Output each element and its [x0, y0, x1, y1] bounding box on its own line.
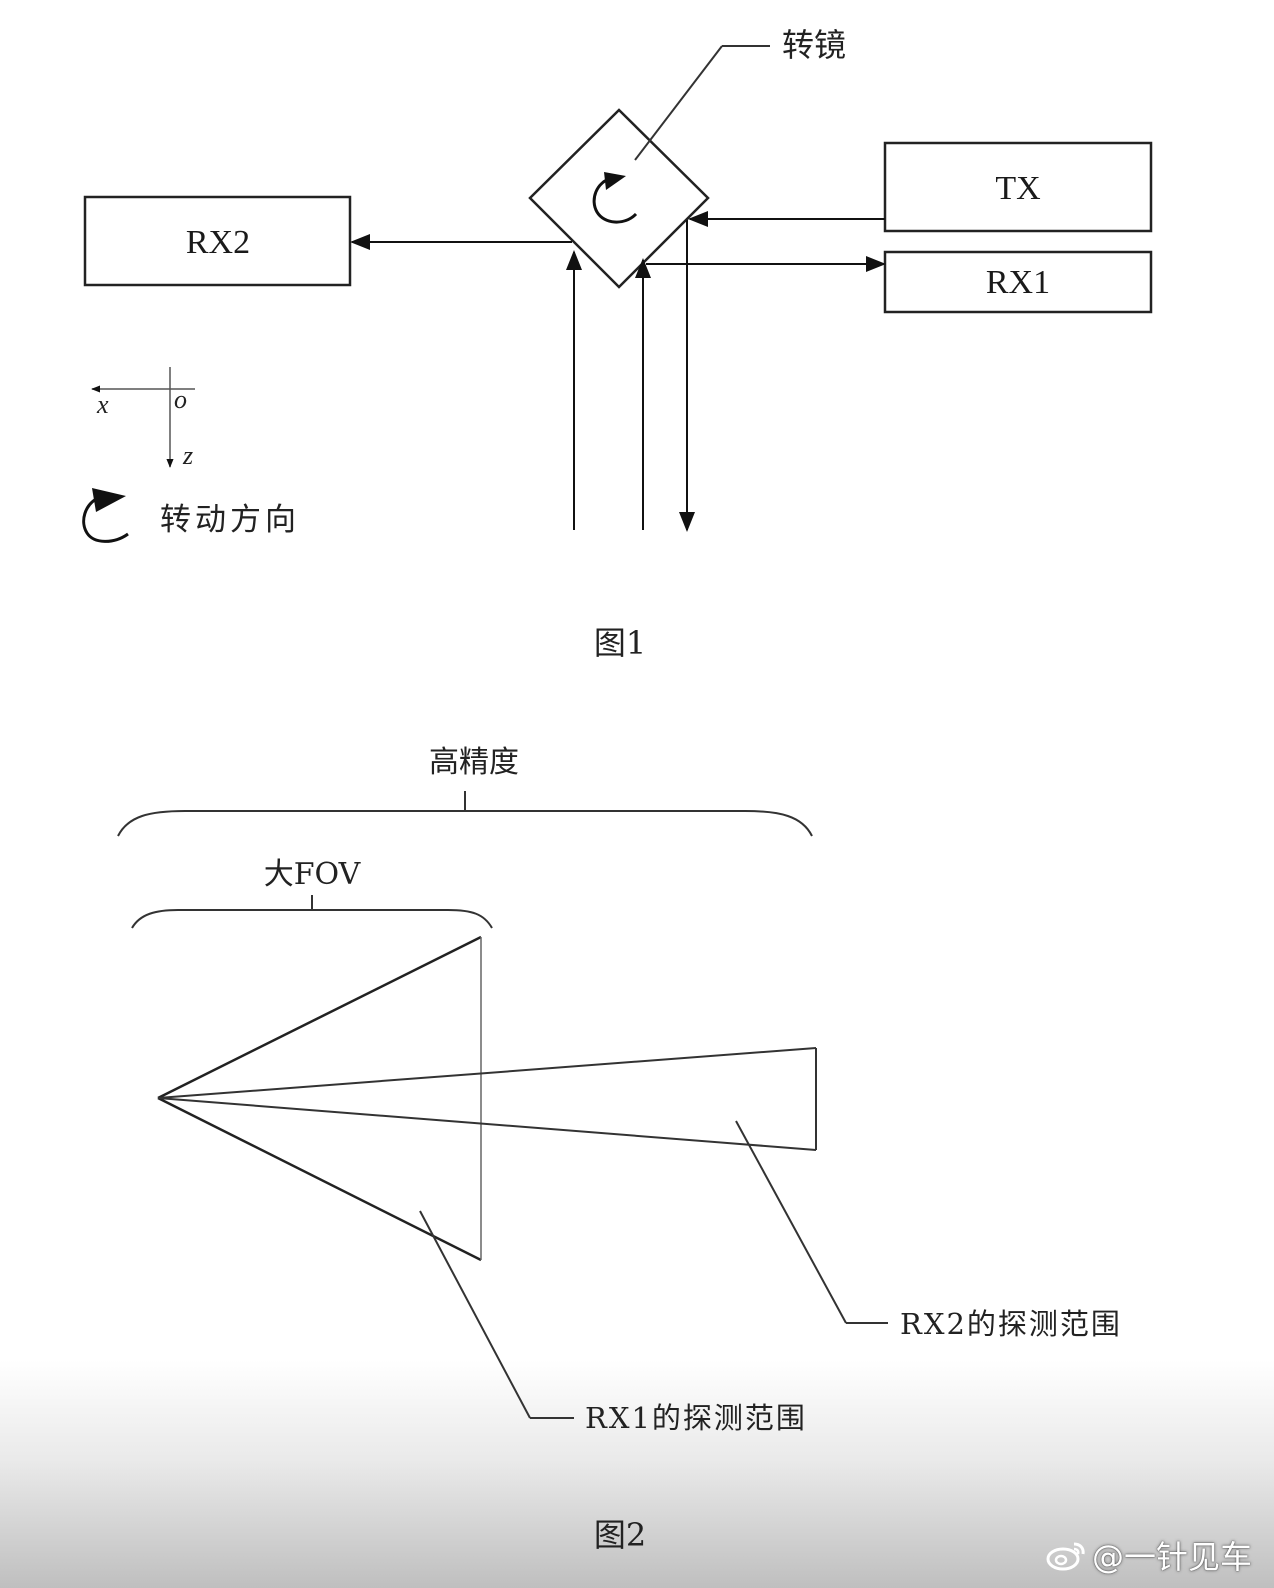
rotation-direction-icon	[82, 495, 129, 543]
figure-2: 高精度 大FOV RX2的探测范围 RX1的探测范围 图2	[117, 745, 1122, 1554]
large-fov-label: 大FOV	[264, 857, 362, 892]
rx1-range-label: RX1的探测范围	[585, 1401, 807, 1435]
tx-label: TX	[995, 170, 1040, 207]
rx1-label: RX1	[986, 264, 1050, 301]
mirror-rotation-icon	[592, 176, 638, 224]
watermark: @一针见车	[1046, 1532, 1252, 1578]
rx1-detection-range	[157, 935, 482, 1262]
rx2-range-label: RX2的探测范围	[900, 1307, 1122, 1341]
axis-x-label: x	[96, 390, 109, 419]
rx1-block: RX1	[883, 250, 1153, 314]
rx2-block: RX2	[83, 195, 352, 287]
rx2-range-leader	[735, 1120, 847, 1324]
axis-origin-label: o	[174, 385, 187, 414]
large-fov-brace: 大FOV	[131, 857, 493, 929]
mirror-label: 转镜	[782, 26, 846, 64]
rotation-legend: 转动方向	[82, 488, 300, 543]
axis-z-label: z	[182, 441, 193, 470]
coordinate-axes: x o z	[91, 367, 195, 470]
tx-block: TX	[883, 141, 1153, 233]
rx1-range-leader	[419, 1210, 531, 1419]
mirror-leader-line	[634, 45, 723, 161]
rx2-label: RX2	[186, 224, 250, 261]
figure-2-caption: 图2	[594, 1516, 646, 1554]
rotating-mirror	[528, 108, 710, 289]
rotation-legend-label: 转动方向	[160, 502, 300, 538]
figure-1-caption: 图1	[594, 624, 646, 662]
watermark-text: @一针见车	[1091, 1538, 1252, 1576]
high-precision-brace: 高精度	[117, 745, 813, 837]
high-precision-label: 高精度	[429, 745, 519, 780]
rx2-detection-range	[157, 1047, 817, 1151]
weibo-logo-icon	[1046, 1542, 1085, 1571]
figure-1: RX2 TX RX1 转镜	[82, 26, 1153, 662]
